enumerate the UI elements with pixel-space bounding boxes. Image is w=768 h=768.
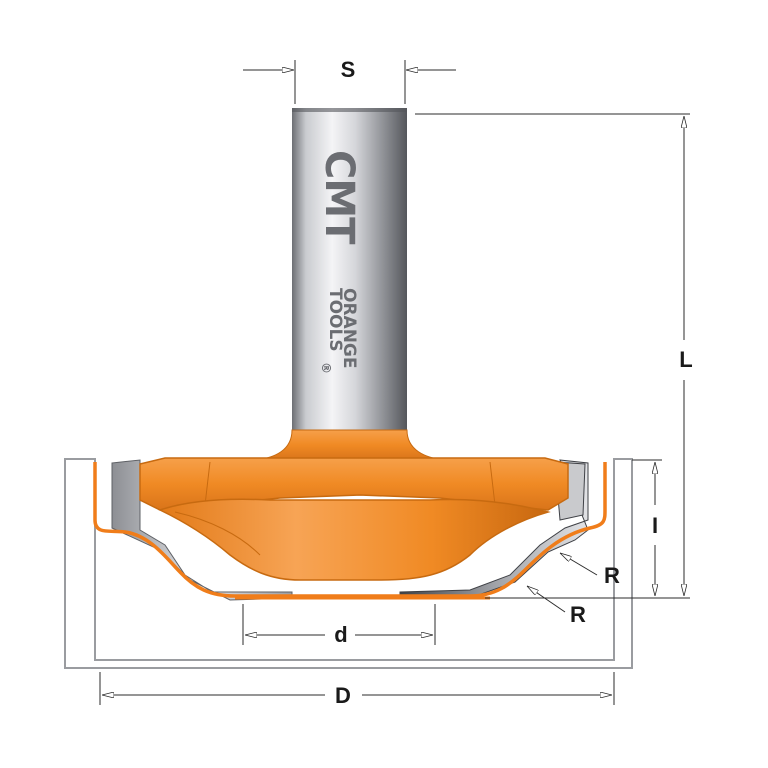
brand-registered: ® bbox=[319, 362, 333, 374]
dimension-r-upper: R bbox=[560, 552, 620, 588]
cutter-body-profile bbox=[158, 498, 551, 581]
cut-profile-line bbox=[93, 462, 607, 598]
label-i: I bbox=[652, 513, 658, 538]
label-d-small: d bbox=[334, 622, 347, 647]
shank: CMT ORANGE TOOLS ® bbox=[292, 108, 407, 448]
brand-logo: CMT bbox=[316, 150, 362, 245]
brand-line2: TOOLS bbox=[325, 288, 345, 352]
dimension-d-large: D bbox=[99, 672, 615, 708]
brand-line1: ORANGE bbox=[339, 288, 359, 369]
label-r-lower: R bbox=[570, 602, 586, 627]
label-r-upper: R bbox=[604, 563, 620, 588]
label-l: L bbox=[679, 347, 692, 372]
dimension-r-lower: R bbox=[527, 585, 586, 627]
dimension-s: S bbox=[243, 57, 456, 104]
shank-collar bbox=[254, 429, 446, 461]
dimension-d-small: d bbox=[242, 604, 436, 647]
dimension-i: I bbox=[632, 459, 662, 596]
dimension-l: L bbox=[415, 113, 693, 599]
label-s: S bbox=[341, 57, 356, 82]
cutter-body-profile-groove bbox=[174, 511, 261, 556]
label-d-large: D bbox=[335, 683, 351, 708]
